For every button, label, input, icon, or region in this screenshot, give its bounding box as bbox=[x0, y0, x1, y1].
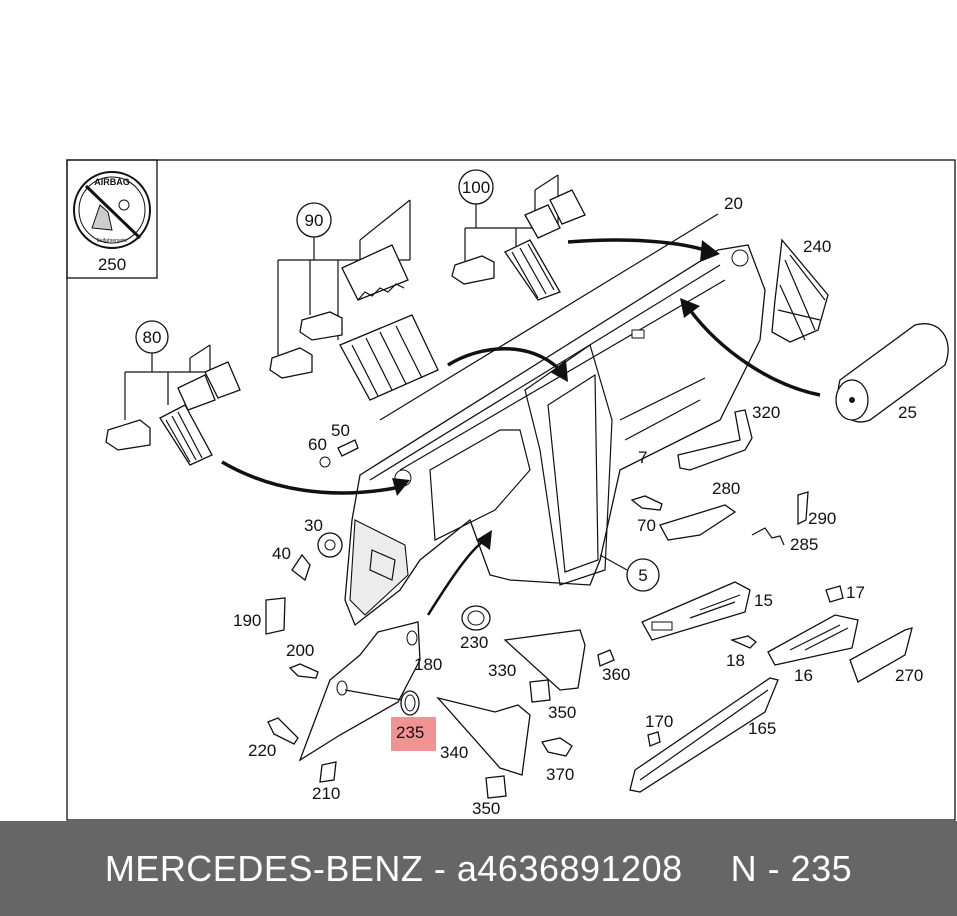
label-190: 190 bbox=[233, 611, 261, 630]
part-350-bracket-a bbox=[529, 679, 551, 703]
part-190-bracket bbox=[265, 597, 286, 635]
part-285-clip bbox=[751, 527, 785, 546]
dashboard-carrier bbox=[344, 244, 766, 627]
label-40: 40 bbox=[272, 544, 291, 563]
arrow-100 bbox=[567, 238, 706, 252]
label-250: 250 bbox=[98, 255, 126, 274]
label-350b: 350 bbox=[472, 799, 500, 818]
arrow-90 bbox=[447, 347, 562, 372]
label-30: 30 bbox=[304, 516, 323, 535]
vent-group-100: 100 bbox=[451, 169, 586, 301]
vent-group-80: 80 bbox=[105, 320, 241, 466]
part-280-tray bbox=[659, 504, 737, 541]
part-16-switch-housing bbox=[767, 614, 859, 666]
part-240 bbox=[771, 238, 829, 343]
label-80: 80 bbox=[143, 328, 162, 347]
label-90: 90 bbox=[305, 211, 324, 230]
part-210-clip bbox=[319, 761, 337, 783]
footer-separator: - bbox=[433, 847, 447, 889]
label-290: 290 bbox=[808, 509, 836, 528]
label-280: 280 bbox=[712, 479, 740, 498]
footer-brand: MERCEDES-BENZ bbox=[104, 847, 424, 889]
part-360-screw bbox=[597, 649, 615, 667]
footer-position: N - 235 bbox=[730, 847, 853, 889]
label-20: 20 bbox=[724, 194, 743, 213]
part-200-screw bbox=[288, 663, 319, 679]
label-5: 5 bbox=[638, 566, 647, 585]
part-320-handle bbox=[677, 409, 753, 471]
part-350-bracket-b bbox=[485, 775, 507, 799]
label-17: 17 bbox=[846, 583, 865, 602]
part-170-clip bbox=[647, 731, 661, 747]
part-330-cover bbox=[503, 629, 586, 691]
label-60: 60 bbox=[308, 435, 327, 454]
label-320: 320 bbox=[752, 403, 780, 422]
label-180: 180 bbox=[414, 655, 442, 674]
label-220: 220 bbox=[248, 741, 276, 760]
label-15: 15 bbox=[754, 591, 773, 610]
label-330: 330 bbox=[488, 661, 516, 680]
part-235-grommet bbox=[400, 690, 420, 716]
airbag-symbol-text: AIRBAG bbox=[94, 177, 130, 187]
vent-group-90: 90 bbox=[269, 199, 439, 401]
part-25-airbag-module bbox=[835, 323, 949, 423]
airbag-symbol-box bbox=[66, 159, 158, 279]
part-17-bulb bbox=[825, 585, 844, 603]
airbag-symbol-icon: AIRBAG Beifahrerseite bbox=[73, 171, 151, 249]
label-7: 7 bbox=[638, 448, 647, 467]
label-350a: 350 bbox=[548, 703, 576, 722]
label-100: 100 bbox=[462, 178, 490, 197]
footer-bar: MERCEDES-BENZ - a4636891208 N - 235 bbox=[0, 821, 957, 916]
part-270-trim bbox=[849, 627, 913, 683]
label-18: 18 bbox=[726, 651, 745, 670]
part-165-glovebox-lid bbox=[629, 677, 779, 793]
part-180-knee-panel bbox=[298, 621, 421, 762]
arrow-80 bbox=[221, 460, 396, 495]
part-70-screw bbox=[630, 495, 663, 511]
airbag-symbol-subtext: Beifahrerseite bbox=[97, 238, 128, 244]
label-165: 165 bbox=[748, 719, 776, 738]
label-270: 270 bbox=[895, 666, 923, 685]
label-235: 235 bbox=[396, 723, 424, 742]
label-200: 200 bbox=[286, 641, 314, 660]
part-340-panel bbox=[436, 696, 531, 776]
diagram-frame bbox=[66, 159, 956, 821]
part-15-control-panel bbox=[641, 581, 751, 641]
label-360: 360 bbox=[602, 665, 630, 684]
label-170: 170 bbox=[645, 712, 673, 731]
highlight-235 bbox=[391, 717, 436, 751]
part-50-60-fasteners bbox=[319, 439, 359, 468]
label-240: 240 bbox=[803, 237, 831, 256]
label-70: 70 bbox=[637, 516, 656, 535]
label-230: 230 bbox=[460, 633, 488, 652]
label-285: 285 bbox=[790, 535, 818, 554]
label-25: 25 bbox=[898, 403, 917, 422]
part-220-screw bbox=[267, 717, 299, 745]
part-230-ring bbox=[461, 605, 491, 631]
label-340: 340 bbox=[440, 743, 468, 762]
part-290-screw bbox=[797, 491, 809, 526]
label-370: 370 bbox=[546, 765, 574, 784]
part-370-screw bbox=[540, 737, 573, 757]
footer-part-number: a4636891208 bbox=[456, 847, 683, 889]
label-50: 50 bbox=[331, 421, 350, 440]
arrow-25 bbox=[688, 308, 821, 397]
label-210: 210 bbox=[312, 784, 340, 803]
part-18-screw bbox=[730, 635, 757, 649]
label-16: 16 bbox=[794, 666, 813, 685]
part-30-40 bbox=[291, 532, 343, 582]
arrow-230 bbox=[426, 538, 486, 616]
